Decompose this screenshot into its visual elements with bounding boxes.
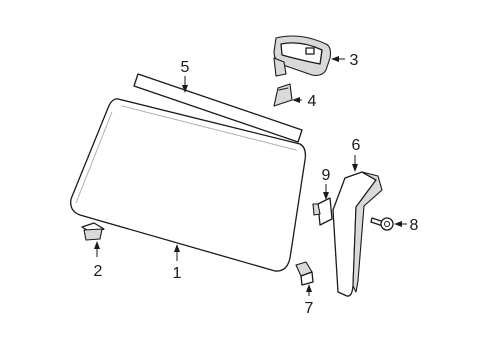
leader-4 [292, 97, 302, 103]
leader-5 [182, 76, 188, 93]
retainer-clip [81, 222, 105, 241]
callout-6: 6 [352, 137, 361, 154]
bolt [370, 217, 394, 231]
callout-7: 7 [305, 300, 314, 317]
windshield-glass [70, 98, 307, 272]
trim-clip-9 [312, 197, 333, 226]
callout-8: 8 [410, 217, 419, 234]
callout-4: 4 [308, 93, 317, 110]
leader-8 [394, 221, 407, 227]
callout-3: 3 [350, 52, 359, 69]
trim-clip-7 [295, 261, 314, 286]
leader-9 [323, 184, 329, 200]
callout-2: 2 [94, 263, 103, 280]
leader-6 [352, 155, 358, 172]
reveal-molding [133, 73, 303, 143]
callout-9: 9 [322, 167, 331, 184]
leader-3 [331, 56, 345, 62]
mirror-bracket [273, 83, 293, 107]
pillar-trim [332, 171, 383, 297]
callout-5: 5 [181, 59, 190, 76]
leader-7 [306, 284, 312, 296]
rearview-mirror [273, 35, 332, 77]
callout-1: 1 [173, 265, 182, 282]
leader-1 [174, 244, 180, 261]
leader-2 [94, 241, 100, 257]
